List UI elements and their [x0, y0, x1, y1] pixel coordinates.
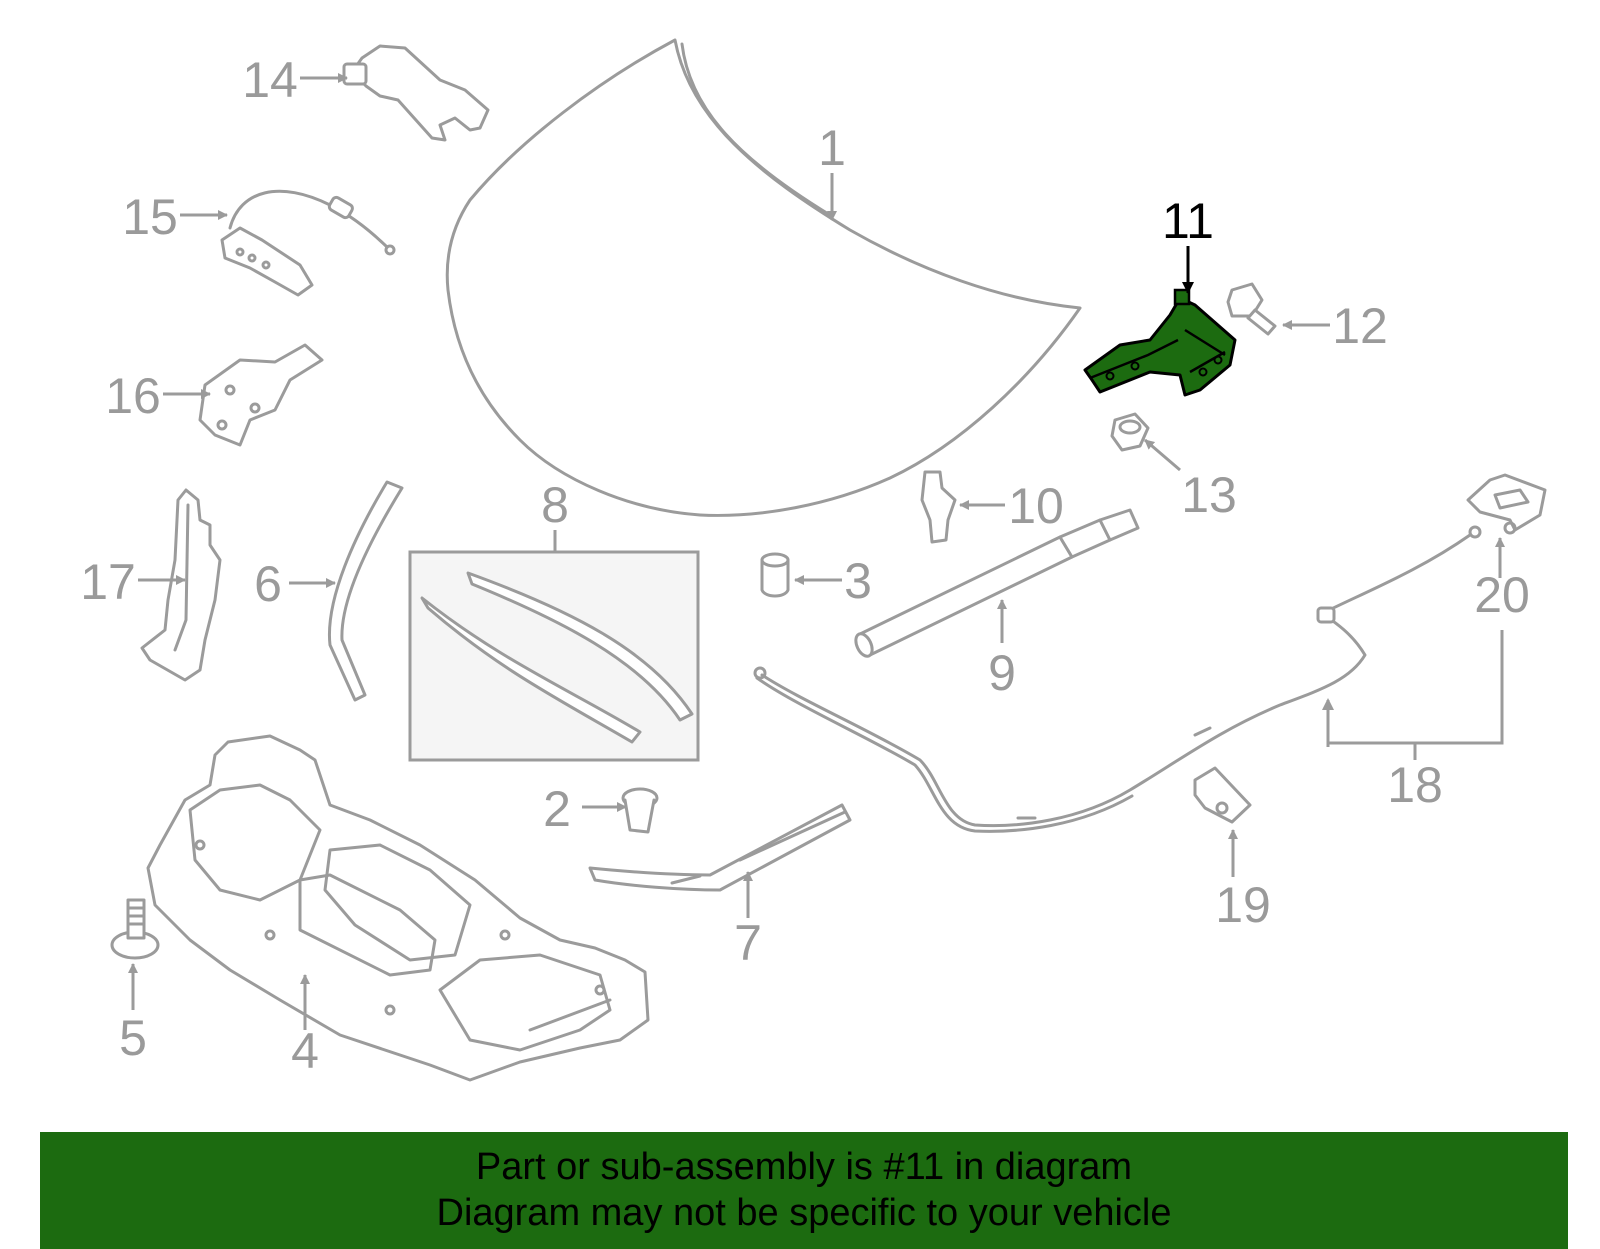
diagram-notice-banner: Part or sub-assembly is #11 in diagram D…: [40, 1132, 1568, 1249]
part-10-stopper[interactable]: [920, 470, 957, 544]
part-18-release-cable[interactable]: [753, 525, 1482, 833]
part-2-clip[interactable]: [621, 787, 659, 834]
callout-4: 4: [291, 1023, 319, 1079]
parts-diagram: 1 2 3 4 5 6 7 8 9 10 11 12 13 14 15 16 1…: [80, 38, 1547, 1082]
part-11-hinge-highlighted[interactable]: [1083, 288, 1237, 397]
callout-5: 5: [119, 1010, 147, 1066]
callout-12: 12: [1332, 298, 1388, 354]
callout-16: 16: [105, 368, 161, 424]
part-13-nut[interactable]: [1110, 412, 1150, 452]
callout-9: 9: [988, 645, 1016, 701]
part-19-guide[interactable]: [1193, 766, 1252, 824]
callout-11: 11: [1162, 193, 1214, 249]
banner-line-disclaimer: Diagram may not be specific to your vehi…: [436, 1192, 1172, 1234]
part-9-gas-strut[interactable]: [853, 508, 1140, 659]
callout-7: 7: [734, 915, 762, 971]
callout-17: 17: [80, 554, 136, 610]
banner-line-part-number: Part or sub-assembly is #11 in diagram: [475, 1146, 1133, 1188]
callout-15: 15: [122, 189, 178, 245]
callout-10: 10: [1008, 478, 1064, 534]
part-4-hood-insulator[interactable]: [146, 734, 650, 1082]
part-7-front-seal[interactable]: [588, 803, 852, 892]
part-8-seal-kit[interactable]: [408, 550, 700, 762]
callout-3: 3: [844, 553, 872, 609]
callout-20: 20: [1474, 567, 1530, 623]
callout-labels: 1 2 3 4 5 6 7 8 9 10 11 12 13 14 15 16 1…: [80, 52, 1530, 1079]
callout-13: 13: [1181, 467, 1237, 523]
part-6-seal-strip[interactable]: [327, 480, 404, 702]
part-15-release-cable[interactable]: [220, 189, 396, 297]
part-3-bumper[interactable]: [760, 552, 790, 598]
callout-18: 18: [1387, 757, 1443, 813]
leader-lines: [128, 73, 1505, 1030]
callout-14: 14: [242, 52, 298, 108]
callout-8: 8: [541, 477, 569, 533]
part-5-push-clip[interactable]: [110, 898, 160, 960]
callout-2: 2: [543, 781, 571, 837]
part-1-hood-panel[interactable]: [445, 38, 1082, 517]
part-20-latch[interactable]: [1466, 473, 1547, 535]
part-16-bracket[interactable]: [198, 343, 324, 447]
part-17-support-bracket[interactable]: [140, 488, 222, 682]
callout-19: 19: [1215, 877, 1271, 933]
callout-6: 6: [254, 556, 282, 612]
callout-1: 1: [818, 120, 846, 176]
part-12-bolt[interactable]: [1226, 282, 1277, 336]
part-14-release-handle[interactable]: [342, 44, 490, 142]
